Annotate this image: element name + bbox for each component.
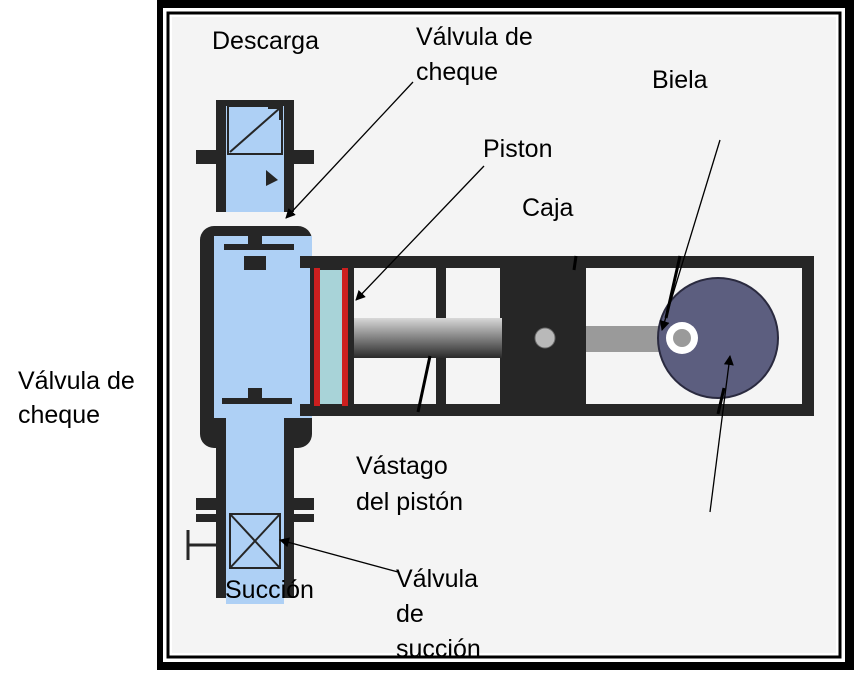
- label-valvula-cheque-left-line1: Válvula de: [18, 367, 135, 395]
- label-valvula-cheque-top-line1: Válvula de: [416, 23, 533, 51]
- piston-rod: [346, 318, 502, 358]
- piston: [310, 268, 354, 406]
- label-biela: Biela: [652, 66, 708, 94]
- label-succion: Succión: [225, 576, 314, 604]
- label-vastago-line2: del pistón: [356, 488, 463, 516]
- leader-discharge-valve: [285, 81, 414, 219]
- discharge-valve-arrow: [229, 107, 281, 153]
- label-valvula-cheque-top-line2: cheque: [416, 58, 498, 86]
- label-vastago-line1: Vástago: [356, 452, 448, 480]
- label-descarga: Descarga: [212, 27, 319, 55]
- leader-crank: [709, 355, 734, 513]
- pump-casing: [300, 256, 814, 416]
- label-caja: Caja: [522, 194, 574, 222]
- leader-suction-valve: [279, 537, 399, 573]
- leader-lines: [279, 81, 734, 573]
- pump-cylinder-column: [186, 100, 314, 604]
- crank-wheel: [657, 277, 779, 399]
- label-valvula-succion-line2: de: [396, 600, 424, 628]
- tick-marks: [416, 255, 726, 415]
- label-valvula-succion-line3: succión: [396, 635, 481, 663]
- label-piston: Piston: [483, 135, 552, 163]
- frame-inner-line: [166, 11, 842, 659]
- label-valvula-cheque-left-line2: cheque: [18, 401, 100, 429]
- label-valvula-succion-line1: Válvula: [396, 565, 478, 593]
- leader-piston: [355, 165, 485, 301]
